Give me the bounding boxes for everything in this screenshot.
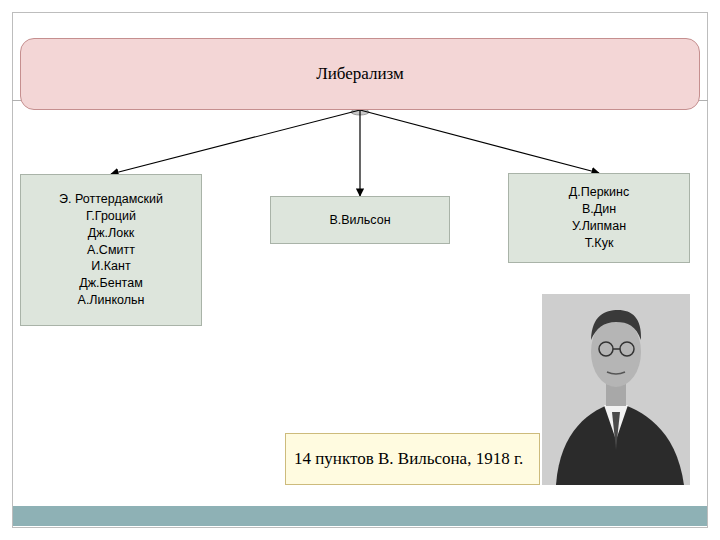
node-label: А.Линкольн bbox=[78, 292, 145, 309]
root-concept-box: Либерализм bbox=[20, 38, 700, 110]
node-label: Э. Роттердамский bbox=[59, 191, 163, 208]
node-label: Дж.Локк bbox=[88, 225, 134, 242]
node-label: 14 пунктов В. Вильсона, 1918 г. bbox=[294, 448, 523, 470]
node-label: Д.Перкинс bbox=[569, 184, 629, 201]
node-label: И.Кант bbox=[91, 258, 130, 275]
node-label: В.Дин bbox=[582, 201, 616, 218]
node-label: Г.Гроций bbox=[86, 208, 136, 225]
node-label: А.Смитт bbox=[87, 242, 135, 259]
slide-frame bbox=[13, 13, 708, 528]
thinker-box: В.Вильсон bbox=[270, 196, 450, 244]
node-label: Дж.Бентам bbox=[79, 275, 143, 292]
connector-arrow bbox=[359, 110, 360, 196]
node-label: В.Вильсон bbox=[329, 212, 390, 229]
caption-box: 14 пунктов В. Вильсона, 1918 г. bbox=[285, 433, 540, 485]
thinkers-box: Э. РоттердамскийГ.ГроцийДж.ЛоккА.СмиттИ.… bbox=[20, 174, 202, 326]
thinkers-box: Д.ПеркинсВ.ДинУ.ЛипманТ.Кук bbox=[508, 173, 690, 263]
node-label: Т.Кук bbox=[585, 235, 614, 252]
connector-arrow bbox=[111, 110, 360, 174]
node-label: У.Липман bbox=[572, 218, 626, 235]
footer-bar bbox=[13, 506, 707, 526]
connector-arrow bbox=[360, 110, 599, 173]
portrait-photo bbox=[542, 294, 690, 485]
node-label: Либерализм bbox=[316, 64, 404, 84]
